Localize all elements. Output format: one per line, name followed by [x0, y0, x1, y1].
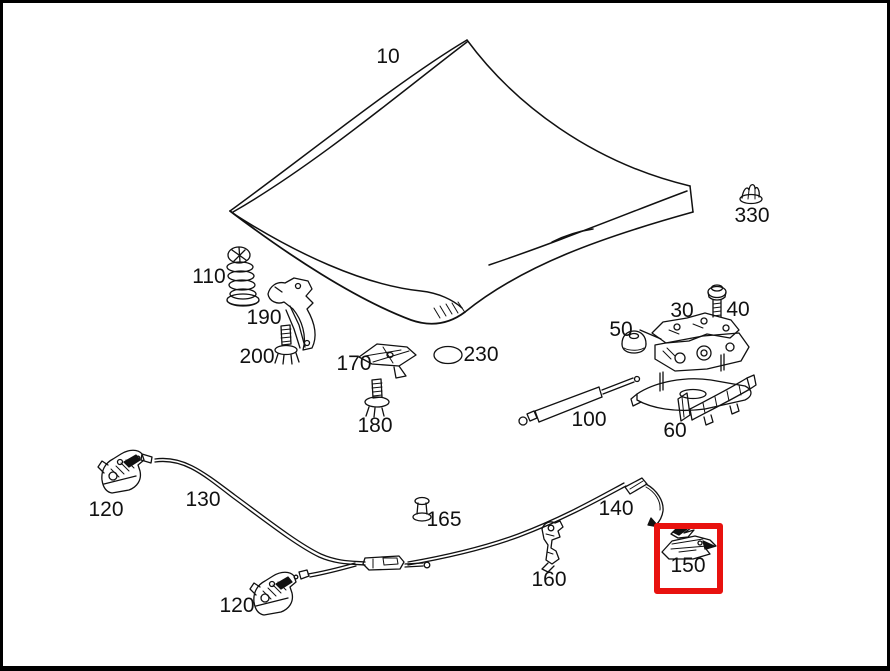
part-label-120-front[interactable]: 120 — [88, 498, 124, 521]
part-label-10[interactable]: 10 — [376, 45, 400, 68]
part-label-160[interactable]: 160 — [531, 568, 567, 591]
part-label-110[interactable]: 110 — [192, 265, 226, 288]
part-label-50[interactable]: 50 — [609, 318, 633, 341]
part-label-190[interactable]: 190 — [246, 306, 282, 329]
part-label-180[interactable]: 180 — [357, 414, 393, 437]
part-label-170[interactable]: 170 — [336, 352, 372, 375]
part-label-30[interactable]: 30 — [670, 299, 694, 322]
part-110-buffer-drawing — [226, 246, 260, 307]
part-label-150[interactable]: 150 — [670, 554, 706, 577]
part-200-screw-drawing — [274, 324, 300, 365]
part-60-bracket-drawing — [677, 374, 757, 426]
part-100-gas-strut-drawing — [518, 375, 641, 426]
part-label-200[interactable]: 200 — [239, 345, 275, 368]
part-130-cable-drawing — [135, 453, 431, 580]
part-160-bracket-drawing — [541, 520, 564, 573]
parts-diagram-line-art — [97, 39, 763, 616]
part-label-130[interactable]: 130 — [185, 488, 221, 511]
part-label-330[interactable]: 330 — [734, 204, 770, 227]
part-label-120-rear[interactable]: 120 — [219, 594, 255, 617]
part-label-100[interactable]: 100 — [571, 408, 607, 431]
part-label-60[interactable]: 60 — [663, 419, 687, 442]
part-30-hood-lock-drawing — [630, 312, 752, 412]
part-50-grommet-drawing — [621, 329, 662, 354]
part-180-screw-drawing — [364, 378, 390, 418]
part-170-bracket-drawing — [358, 343, 417, 379]
part-label-40[interactable]: 40 — [726, 298, 750, 321]
part-165-pin-drawing — [412, 496, 432, 522]
part-330-clip-drawing — [739, 183, 763, 205]
part-230-seal-drawing — [433, 345, 463, 365]
part-120-release-handle-rear-drawing — [249, 571, 297, 616]
part-label-140[interactable]: 140 — [598, 497, 634, 520]
highlight-box — [654, 523, 723, 594]
part-190-hinge-drawing — [267, 277, 316, 351]
part-label-165[interactable]: 165 — [426, 508, 462, 531]
part-40-bolt-drawing — [707, 284, 727, 318]
part-label-230[interactable]: 230 — [463, 343, 499, 366]
part-10-hood-drawing — [229, 39, 694, 325]
